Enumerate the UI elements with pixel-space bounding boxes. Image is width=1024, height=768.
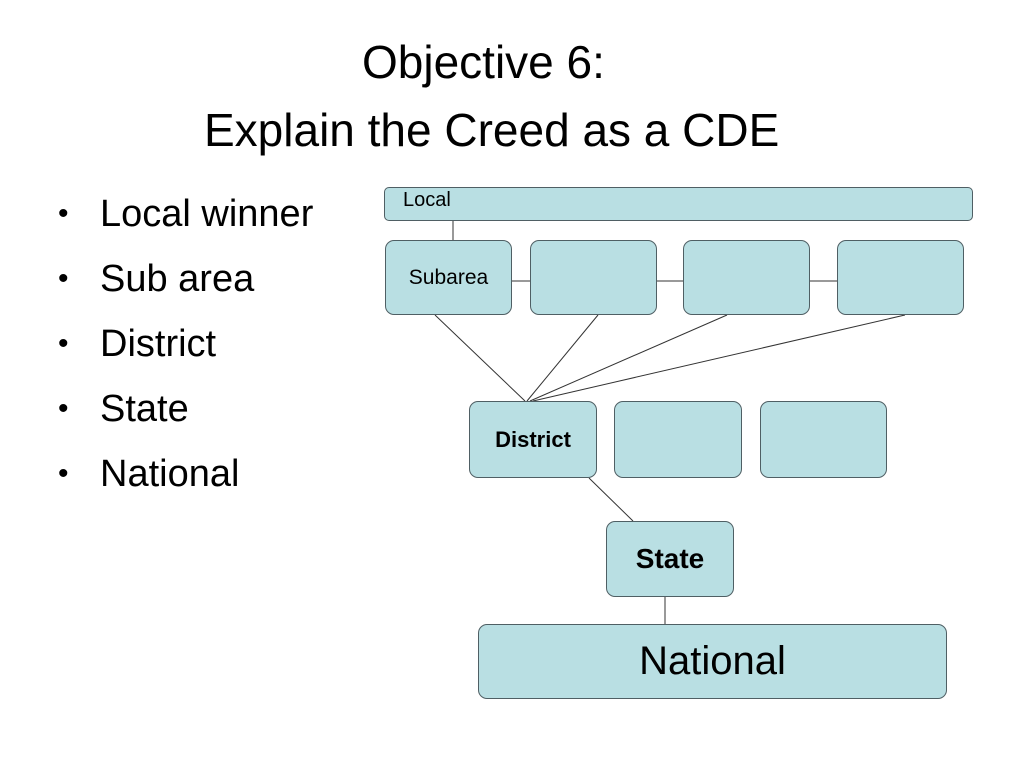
bullet-marker: • xyxy=(58,262,69,295)
bullet-text: Sub area xyxy=(100,258,255,300)
subarea-box-4 xyxy=(837,240,964,315)
subarea-box-label: Subarea xyxy=(408,265,489,289)
bullet-text: State xyxy=(100,388,189,430)
district-box-3 xyxy=(760,401,887,478)
bullet-text: District xyxy=(100,323,217,365)
connector-subarea-1-district xyxy=(434,314,526,402)
bullet-text: National xyxy=(100,453,240,495)
district-box-label: District xyxy=(495,426,571,452)
bullet-text: Local winner xyxy=(100,193,314,235)
bullet-marker: • xyxy=(58,457,69,490)
bullet-marker: • xyxy=(58,197,69,230)
local-box-label: Local xyxy=(403,188,451,211)
national-box: National xyxy=(478,624,947,699)
state-box-label: State xyxy=(635,543,705,574)
connector-district-state xyxy=(588,477,634,522)
connector-subarea-4-district xyxy=(532,314,906,402)
bullet-marker: • xyxy=(58,327,69,360)
local-box: Local xyxy=(384,187,973,221)
state-box: State xyxy=(606,521,734,597)
slide-title-line-2: Explain the Creed as a CDE xyxy=(204,104,780,156)
bullet-marker: • xyxy=(58,392,69,425)
connector-subarea-2-district xyxy=(526,314,599,402)
slide-title-line-1: Objective 6: xyxy=(362,36,605,88)
subarea-box-3 xyxy=(683,240,810,315)
subarea-box-2 xyxy=(530,240,657,315)
subarea-box-1: Subarea xyxy=(385,240,512,315)
district-box-1: District xyxy=(469,401,597,478)
district-box-2 xyxy=(614,401,742,478)
connector-subarea-3-district xyxy=(529,314,728,402)
national-box-label: National xyxy=(639,639,786,683)
